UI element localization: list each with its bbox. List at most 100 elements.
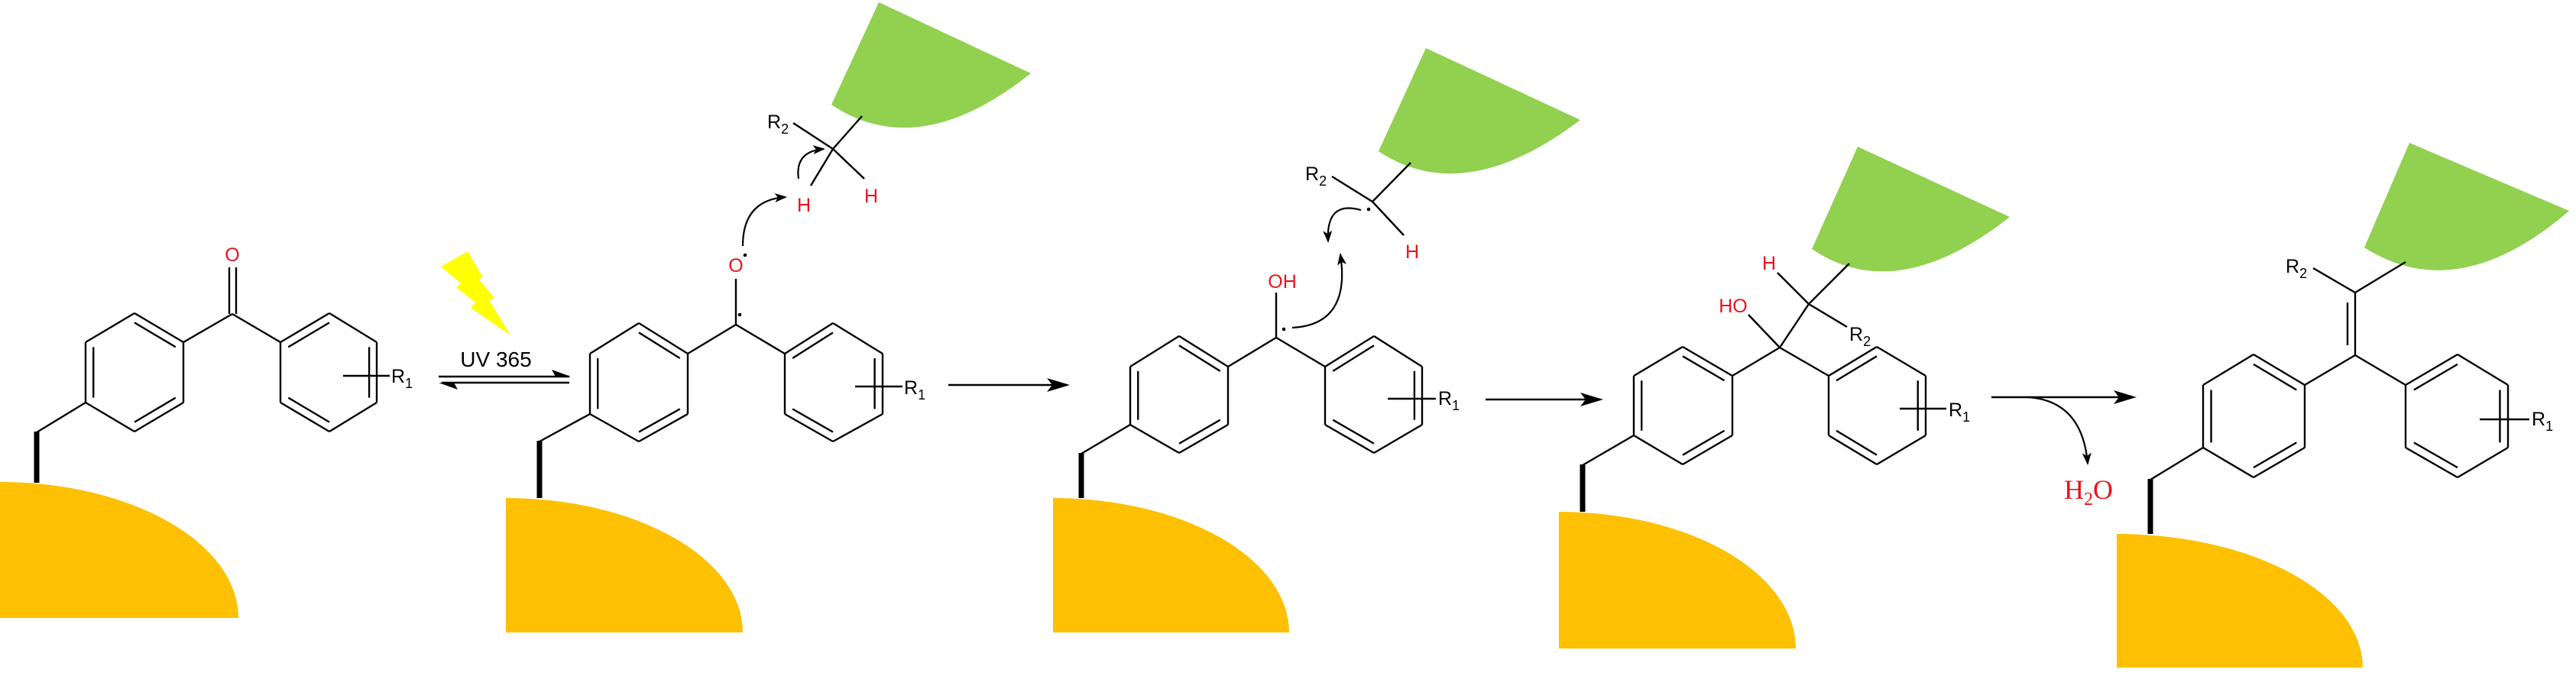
ring-bond bbox=[2202, 353, 2254, 387]
bond bbox=[2304, 354, 2356, 387]
ring-double-bond-inner bbox=[1836, 355, 1878, 382]
ring-bond bbox=[2253, 353, 2305, 387]
substituent-r1: R1 bbox=[2532, 409, 2553, 434]
atom-label-hydrogen: H bbox=[864, 186, 878, 207]
ring-bond bbox=[1828, 345, 1878, 377]
ring-bond bbox=[832, 322, 883, 355]
ring-bond bbox=[1324, 423, 1375, 454]
bond bbox=[183, 312, 233, 344]
ring-double-bond-inner bbox=[134, 396, 177, 423]
ring-bond bbox=[2457, 446, 2509, 479]
c-h-bond bbox=[1777, 272, 1810, 305]
bond bbox=[687, 323, 737, 355]
ring-bond bbox=[2405, 446, 2458, 479]
solid-support-surface bbox=[1559, 512, 1796, 649]
substituent-r1: R1 bbox=[904, 377, 925, 403]
bond bbox=[1227, 336, 1277, 368]
ring-double-bond-inner bbox=[2253, 442, 2297, 469]
c-h-bond bbox=[1372, 201, 1405, 236]
ring-bond bbox=[589, 412, 640, 443]
byproduct-water: H2O bbox=[2064, 474, 2113, 509]
ring-bond bbox=[1633, 345, 1683, 377]
ring-double-bond-inner bbox=[638, 408, 681, 433]
ring-bond bbox=[85, 312, 135, 344]
c-c-bond bbox=[1779, 303, 1810, 348]
atom-label-oxygen: O bbox=[225, 244, 239, 266]
c-h-bond bbox=[809, 148, 834, 186]
radical-dot bbox=[743, 253, 747, 257]
ring-double-bond-inner bbox=[1332, 344, 1375, 372]
ring-bond bbox=[2457, 353, 2509, 387]
ring-bond bbox=[1876, 434, 1926, 466]
linker-bond bbox=[539, 412, 591, 443]
ring-bond bbox=[1373, 423, 1423, 454]
substituent-r1: R1 bbox=[391, 366, 413, 391]
linker-bond bbox=[1582, 434, 1635, 467]
ring-bond bbox=[1129, 423, 1180, 454]
ring-bond bbox=[1682, 345, 1733, 377]
substituent-r2: R2 bbox=[2286, 256, 2307, 281]
substituent-r2: R2 bbox=[1849, 324, 1871, 349]
ring-double-bond-inner bbox=[792, 408, 834, 433]
ring-double-bond-inner bbox=[134, 322, 177, 348]
linker-bond bbox=[36, 401, 86, 434]
solid-support-surface bbox=[506, 498, 743, 632]
curved-electron-arrow-icon bbox=[741, 193, 787, 247]
ring-double-bond-inner bbox=[1836, 429, 1878, 456]
substrate-bond bbox=[1372, 162, 1411, 202]
atom-label-hydroxyl: HO bbox=[1719, 296, 1748, 317]
atom-label-hydroxyl: OH bbox=[1268, 271, 1297, 293]
curved-electron-arrow-icon bbox=[797, 145, 825, 180]
bond bbox=[1275, 336, 1326, 368]
ring-bond bbox=[2405, 353, 2458, 387]
radical-dot bbox=[737, 312, 742, 317]
bonds-layer bbox=[34, 115, 2529, 534]
c-h-bond bbox=[832, 148, 865, 180]
atom-label-hydrogen: H bbox=[1762, 253, 1776, 274]
ring-bond bbox=[134, 401, 184, 433]
substrate-wedge bbox=[1379, 48, 1580, 174]
reaction-arrow-icon bbox=[1580, 393, 1603, 406]
r2-bond bbox=[1808, 302, 1848, 328]
substrate-bond bbox=[2354, 260, 2406, 294]
ring-bond bbox=[784, 322, 834, 355]
c-oh-bond bbox=[1748, 314, 1781, 348]
ring-bond bbox=[329, 401, 377, 433]
ring-bond bbox=[1129, 335, 1180, 368]
ring-bond bbox=[2202, 446, 2254, 479]
radical-dot bbox=[1366, 207, 1371, 212]
substituent-r2: R2 bbox=[1305, 163, 1327, 189]
ring-bond bbox=[1324, 335, 1375, 368]
solid-support-surface bbox=[0, 482, 238, 618]
reaction-arrow-icon bbox=[2114, 390, 2137, 404]
linker-bond bbox=[2150, 446, 2204, 481]
lightning-icon bbox=[441, 251, 510, 335]
ring-bond bbox=[280, 312, 330, 344]
ring-bond bbox=[589, 322, 640, 355]
ring-bond bbox=[784, 412, 834, 443]
substituent-r1: R1 bbox=[1949, 399, 1970, 425]
substrate-wedge bbox=[2364, 143, 2569, 270]
curved-electron-arrow-icon bbox=[1291, 253, 1347, 329]
ring-bond bbox=[638, 322, 689, 355]
r2-bond bbox=[2312, 267, 2356, 294]
ring-double-bond-inner bbox=[1178, 419, 1221, 445]
ring-double-bond-inner bbox=[2413, 442, 2458, 469]
equilibrium-arrow-icon bbox=[552, 370, 571, 377]
bond bbox=[2354, 354, 2406, 387]
ring-bond bbox=[280, 401, 330, 433]
bond bbox=[1732, 346, 1781, 377]
reaction-arrow-icon bbox=[1047, 378, 1070, 392]
ring-bond bbox=[134, 312, 184, 344]
ring-double-bond-inner bbox=[2253, 363, 2297, 391]
ring-bond bbox=[2253, 446, 2305, 479]
r2-bond bbox=[1331, 175, 1373, 203]
ring-bond bbox=[1178, 423, 1229, 454]
ring-double-bond-inner bbox=[287, 322, 330, 348]
ring-bond bbox=[1373, 335, 1423, 368]
substrate-bond bbox=[832, 115, 863, 150]
ring-bond bbox=[1876, 345, 1926, 377]
radical-dot bbox=[1282, 327, 1286, 332]
atom-label-hydrogen: H bbox=[797, 195, 811, 216]
